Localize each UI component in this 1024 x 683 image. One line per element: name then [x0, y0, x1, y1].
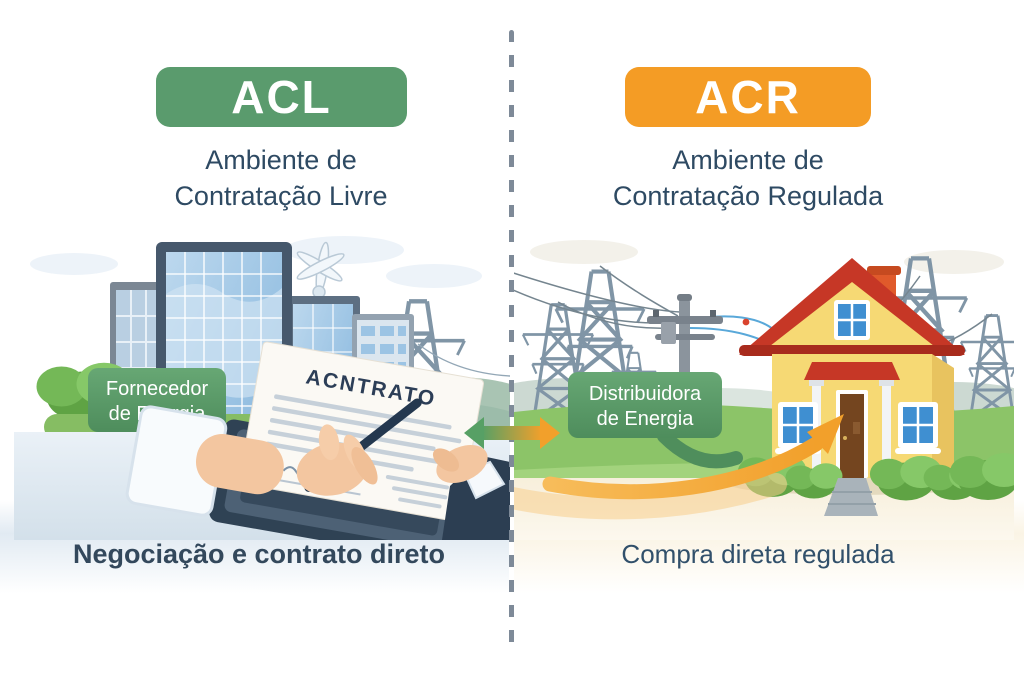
acr-illustration: Distribuidora de Energia: [514, 240, 1014, 540]
acl-badge-label: ACL: [231, 71, 332, 123]
acl-badge: ACL: [156, 67, 407, 127]
signing-hand: [296, 424, 378, 496]
acr-subtitle-line2: Contratação Regulada: [612, 180, 884, 211]
acl-subtitle: Ambiente de Contratação Livre: [71, 143, 491, 214]
acr-badge-label: ACR: [695, 71, 801, 123]
acl-subtitle-line1: Ambiente de: [205, 145, 357, 175]
flow-arc-faint: [514, 473, 787, 520]
distributor-label: Distribuidora de Energia: [568, 372, 722, 438]
clouds: [30, 236, 482, 288]
divider-dashed-line: [509, 30, 514, 646]
acr-caption: Compra direta regulada: [621, 539, 895, 569]
clouds: [530, 240, 1004, 274]
wire-connector: [742, 318, 750, 326]
holding-hand: [432, 444, 510, 540]
acl-subtitle-line2: Contratação Livre: [174, 180, 388, 211]
acr-subtitle: Ambiente de Contratação Regulada: [538, 143, 958, 214]
supplier-label-line1: Fornecedor: [106, 378, 209, 400]
left-window: [775, 402, 821, 454]
acr-badge: ACR: [625, 67, 871, 127]
distributor-label-line2: de Energia: [597, 408, 695, 430]
acl-illustration: Fornecedor de Energia ACNTRATO: [14, 236, 510, 540]
right-window: [895, 402, 941, 454]
regulated-flow-arrow: [542, 414, 844, 500]
porch-roof: [804, 362, 900, 380]
acr-subtitle-line1: Ambiente de: [672, 145, 824, 175]
walkway: [824, 478, 878, 516]
contract-signing: ACNTRATO: [125, 341, 485, 540]
forearm: [195, 433, 284, 495]
bidirectional-arrow-icon: [464, 417, 560, 449]
acl-caption: Negociação e contrato direto: [72, 539, 446, 569]
attic-window: [834, 300, 870, 340]
distributor-label-tail: [657, 429, 743, 469]
front-door: [836, 390, 868, 478]
distributor-label-line1: Distribuidora: [589, 383, 702, 405]
